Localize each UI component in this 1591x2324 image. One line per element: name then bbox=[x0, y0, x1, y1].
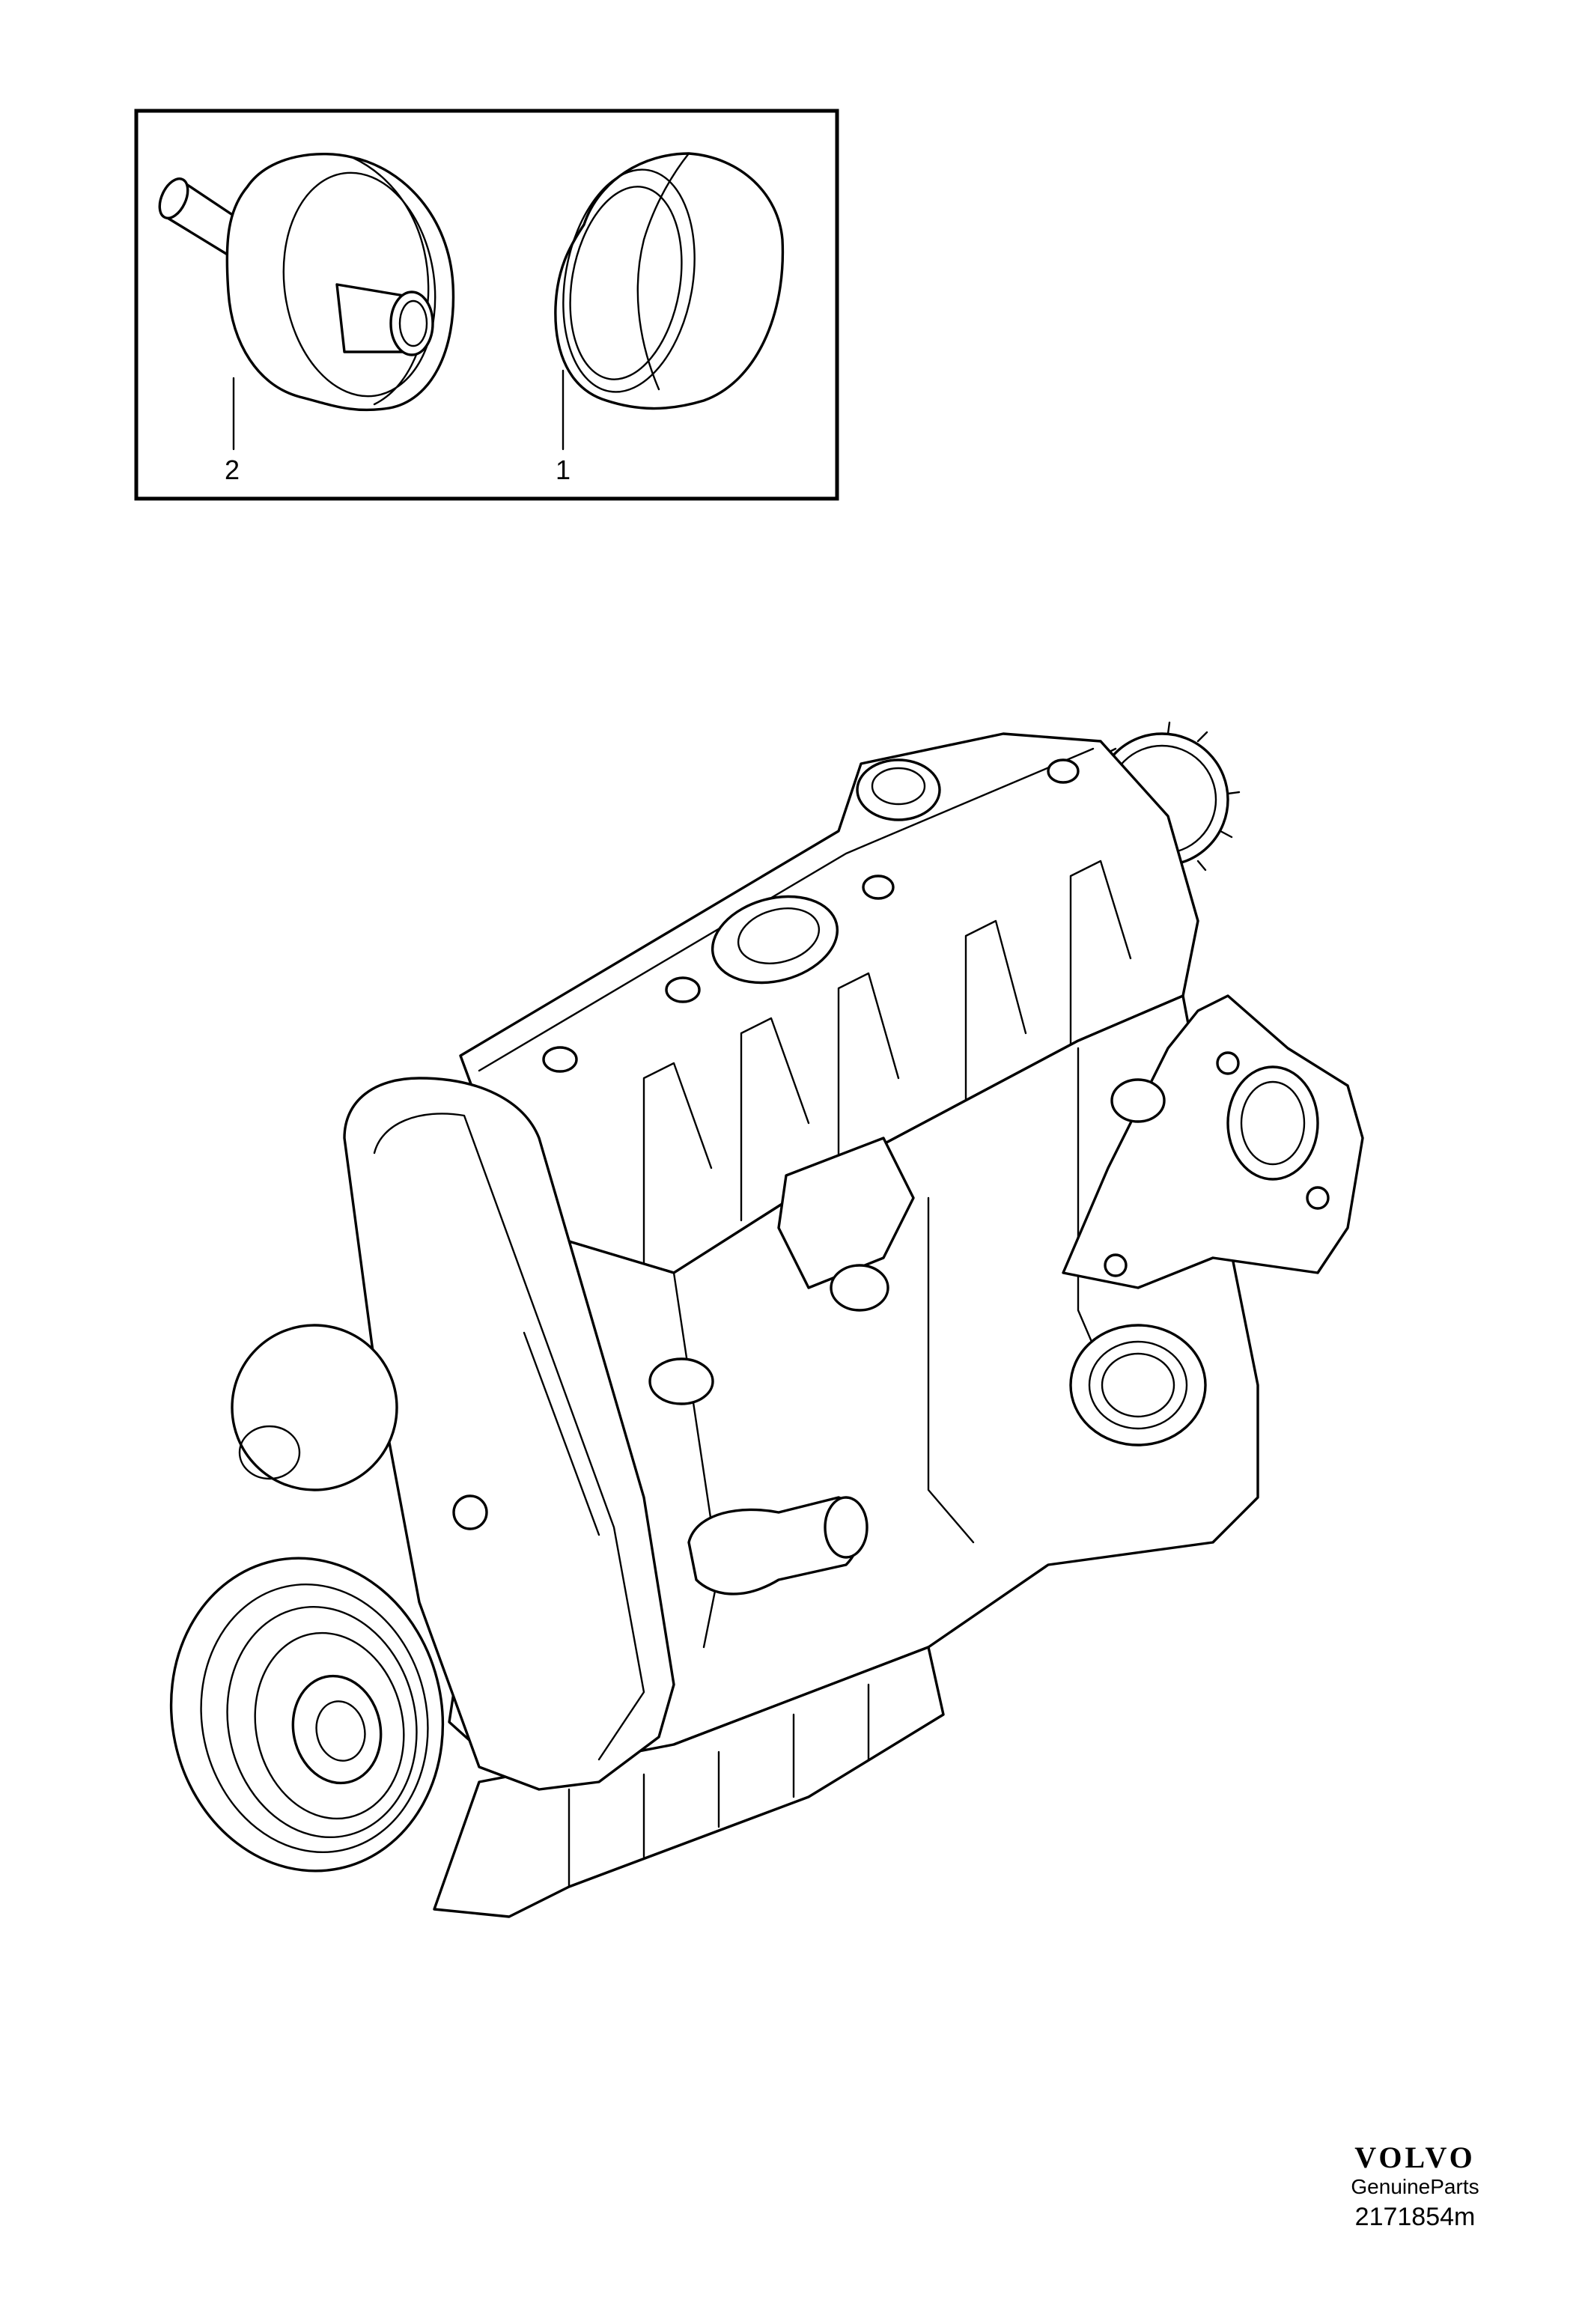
part-1-cap bbox=[554, 152, 785, 451]
callout-label-2: 2 bbox=[225, 454, 240, 485]
brand-block: VOLVO GenuineParts bbox=[1306, 2141, 1524, 2200]
detail-inset: 2 1 bbox=[134, 109, 839, 501]
thermostat-housing bbox=[648, 1137, 915, 1405]
idler-pulley bbox=[1069, 1324, 1207, 1447]
crankshaft-pulley bbox=[169, 1557, 445, 1873]
volvo-logo-text: VOLVO bbox=[1354, 2141, 1476, 2174]
callout-label-1: 1 bbox=[556, 454, 571, 485]
engine-assembly-illustration bbox=[169, 721, 1364, 1918]
engine-mount-bracket bbox=[1062, 994, 1364, 1289]
oil-sump bbox=[433, 1646, 945, 1918]
timing-belt-cover bbox=[343, 1077, 675, 1791]
part-2-cap-with-nipple bbox=[158, 153, 455, 451]
inset-frame bbox=[134, 109, 839, 501]
genuine-parts-label: GenuineParts bbox=[1351, 2175, 1479, 2198]
oil-filler-cap bbox=[711, 895, 839, 985]
illustration-reference-number: 2171854m bbox=[1354, 2203, 1476, 2231]
